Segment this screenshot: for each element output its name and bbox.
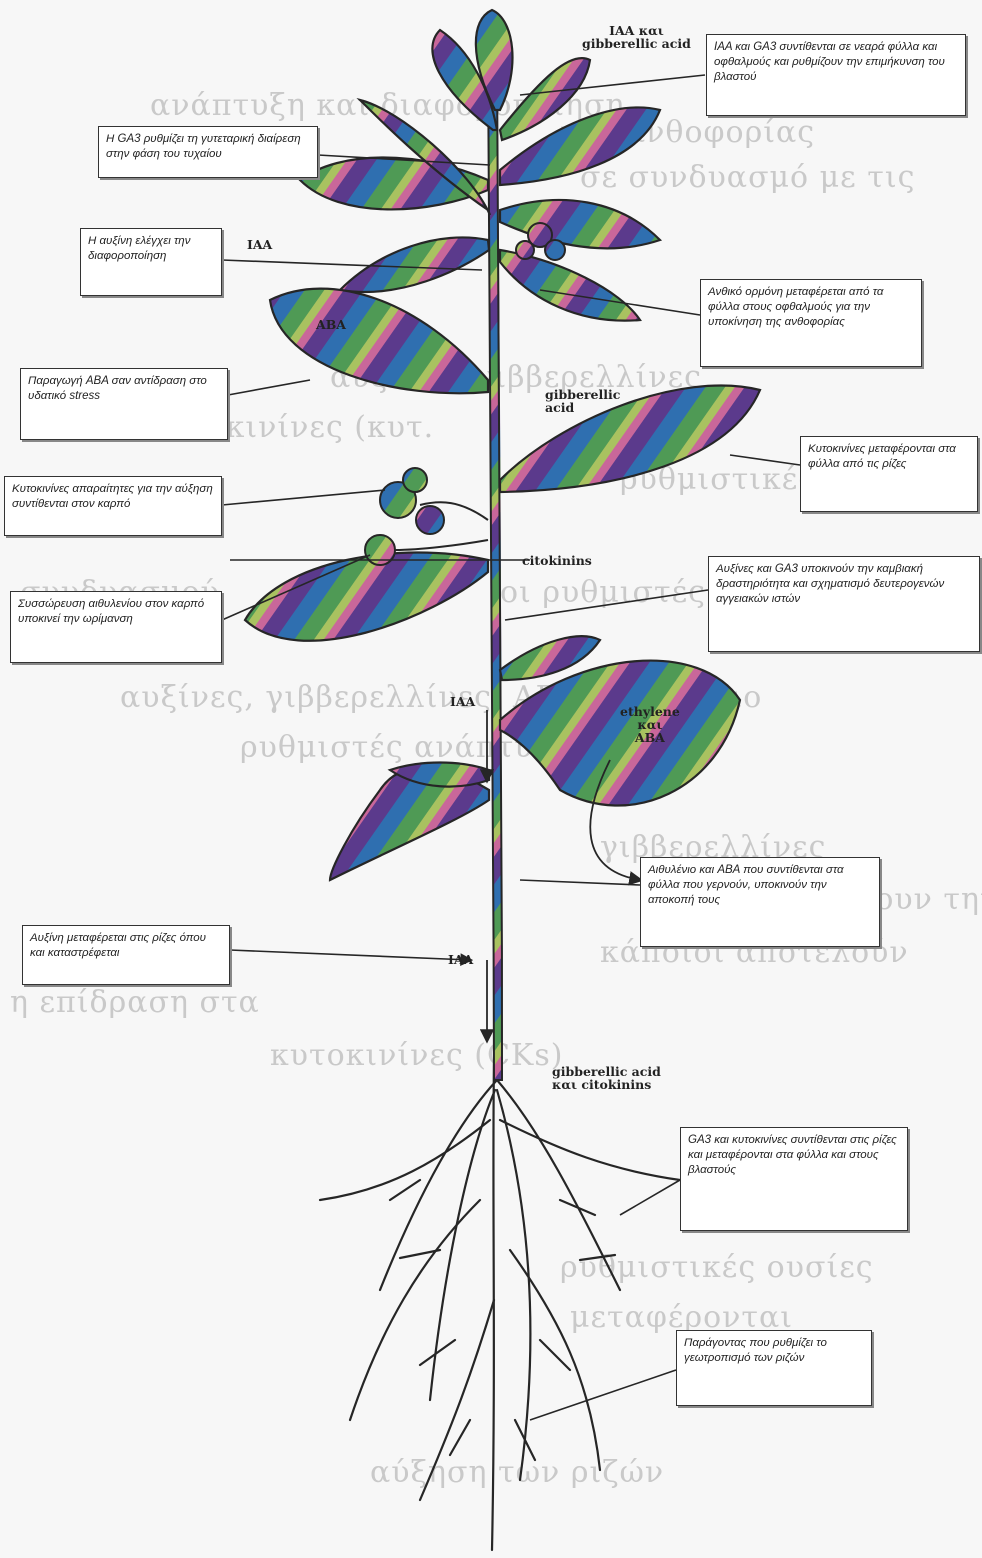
label-iaa-stem: IAA: [450, 695, 475, 708]
annotation-citokinins-roots-leaves: Κυτοκινίνες μεταφέρονται στα φύλλα από τ…: [800, 436, 978, 512]
leaf-right-mid: [500, 386, 760, 492]
annotation-ga-leaves-buds: IAA και GA3 συντίθενται σε νεαρά φύλλα κ…: [706, 34, 966, 116]
leaves: [245, 10, 760, 880]
label-root-junction: gibberellic acid και citokinins: [552, 1065, 661, 1091]
fruit-cluster: [365, 468, 488, 565]
annotation-ga-citokinins-roots: GA3 και κυτοκινίνες συντίθενται στις ρίζ…: [680, 1127, 908, 1231]
annotation-root-geotropism: Παράγοντας που ρυθμίζει το γεωτροπισμό τ…: [676, 1330, 872, 1406]
leaf-left-mid: [245, 553, 488, 641]
annotation-ga-flowering: Η GA3 ρυθμίζει τη γυτεταρική διαίρεση στ…: [98, 126, 318, 178]
annotation-auxin-roots: Αυξίνη μεταφέρεται στις ρίζες όπου και κ…: [22, 925, 230, 985]
label-iaa-upper: IAA: [247, 238, 272, 251]
annotation-citokinins-fruit: Κυτοκινίνες απαραίτητες για την αύξηση σ…: [4, 476, 222, 536]
annotation-ethylene-ripening: Συσσώρευση αιθυλενίου στον καρπό υποκινε…: [10, 591, 222, 663]
root-system: [320, 1060, 680, 1550]
label-aba-leaf: ABA: [316, 318, 346, 331]
annotation-auxin-differentiation: Η αυξίνη ελέγχει την διαφοροποίηση: [80, 228, 222, 296]
leaf-upper-right-3: [500, 250, 640, 321]
annotation-ethylene-aba-abscission: Αιθυλένιο και ABA που συντίθενται στα φύ…: [640, 857, 880, 947]
leaf-aba: [270, 289, 488, 394]
label-top-iaa-ga: IAA και gibberellic acid: [582, 24, 691, 50]
label-gibberellic-mid: gibberellic acid: [545, 388, 620, 414]
annotation-aba-water-stress: Παραγωγή ABA σαν αντίδραση στο υδατικό s…: [20, 368, 228, 440]
annotation-auxins-ga-vascular: Αυξίνες και GA3 υποκινούν την καμβιακή δ…: [708, 556, 980, 652]
label-ethylene-aba: ethylene και ABA: [620, 705, 680, 744]
label-citokinins: citokinins: [522, 554, 592, 567]
label-iaa-lower: IAA: [448, 953, 473, 966]
annotation-florigen: Ανθικό ορμόνη μεταφέρεται από τα φύλλα σ…: [700, 279, 922, 367]
